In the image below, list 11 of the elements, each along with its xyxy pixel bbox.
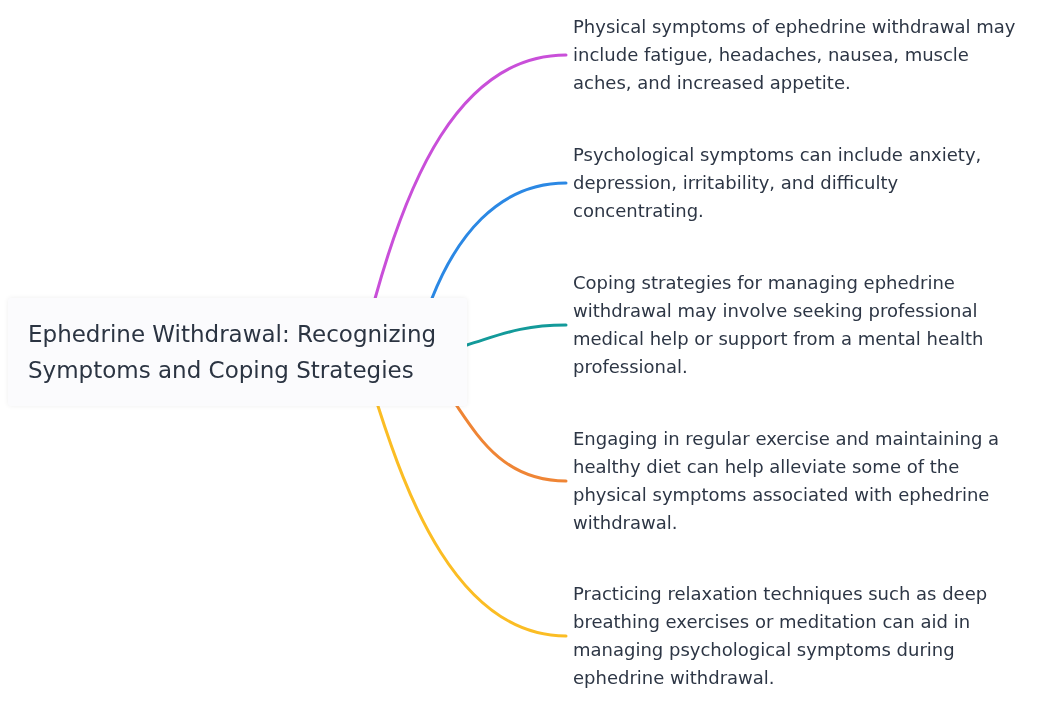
topic-text: Coping strategies for managing ephedrine withdrawal may involve seeking professional medical help or support from a mental health professional. [566,269,1019,381]
topic-text: Physical symptoms of ephedrine withdrawal may include fatigue, headaches, nausea, muscle aches, and increased appetite. [566,13,1019,97]
topic-text: Practicing relaxation techniques such as deep breathing exercises or meditation can aid in managing psychological symptoms during ephedrine withdrawal. [566,580,1019,692]
topic-text: Psychological symptoms can include anxiety, depression, irritability, and difficulty concentrating. [566,141,1019,225]
connector-curve [376,404,568,638]
connector-curve [373,53,568,300]
central-topic-box: Ephedrine Withdrawal: Recognizing Symptoms and Coping Strategies [8,298,467,406]
connector-curve [465,323,568,347]
topic-text: Engaging in regular exercise and maintaining a healthy diet can help alleviate some of the physical symptoms associated with ephedrine withdrawal. [566,425,1019,537]
connector-curve [430,181,568,300]
connector-curve [455,404,568,483]
